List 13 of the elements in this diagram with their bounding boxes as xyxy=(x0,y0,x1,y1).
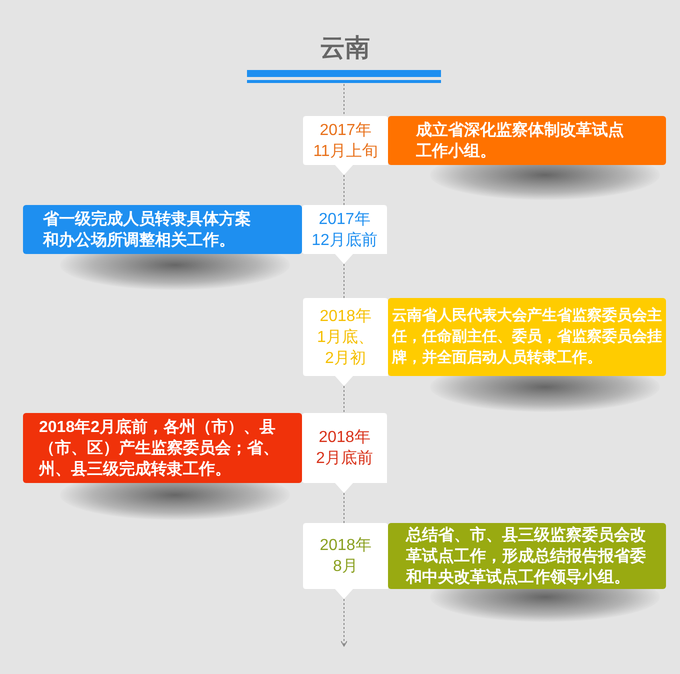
date-tab: 2017年11月上旬 xyxy=(303,116,388,175)
event-box: 云南省人民代表大会产生省监察委员会主任，任命副主任、委员，省监察委员会挂牌，并全面启动人员转隶工作。 xyxy=(388,298,666,376)
event-box: 省一级完成人员转隶具体方案和办公场所调整相关工作。 xyxy=(23,205,302,254)
date-tab: 2018年8月 xyxy=(303,523,388,599)
event-box: 2018年2月底前，各州（市）、县（市、区）产生监察委员会；省、州、县三级完成转隶工作。 xyxy=(23,413,302,483)
title: 云南 xyxy=(319,32,371,64)
timeline-line xyxy=(340,598,348,646)
date-tab: 2018年1月底、2月初 xyxy=(303,298,388,386)
title-bar xyxy=(247,70,441,84)
event-box: 总结省、市、县三级监察委员会改革试点工作，形成总结报告报省委和中央改革试点工作领导小组。 xyxy=(388,523,666,589)
date-tab: 2018年2月底前 xyxy=(302,413,387,493)
date-tab: 2017年12月底前 xyxy=(302,205,387,264)
event-box: 成立省深化监察体制改革试点工作小组。 xyxy=(388,116,666,165)
